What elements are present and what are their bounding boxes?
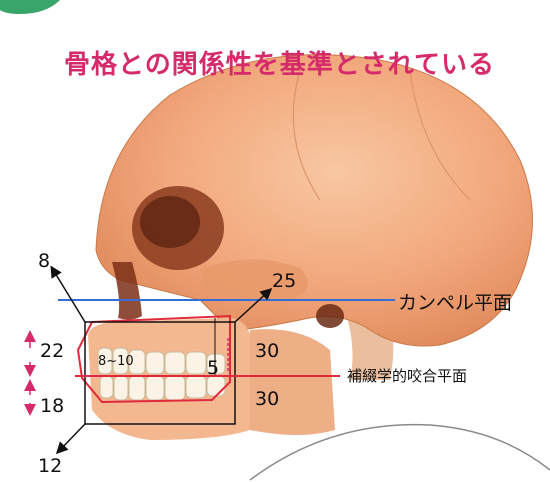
upper-right-angle-label: 25 (272, 270, 296, 292)
lower-depth-label: 30 (255, 388, 279, 410)
lower-height-label: 18 (40, 395, 64, 417)
upper-depth-label: 30 (255, 340, 279, 362)
upper-left-angle-label: 8 (38, 250, 50, 272)
occlusal-plane-label: 補綴学的咬合平面 (347, 365, 467, 386)
incisor-range-label: 8~10 (98, 354, 134, 369)
molar-offset-label: 5 (207, 357, 219, 379)
page-title: 骨格との関係性を基準とされている (64, 44, 544, 81)
eye-orbit-inner (140, 196, 200, 248)
lower-left-angle-label: 12 (38, 455, 62, 477)
upper-height-label: 22 (40, 340, 64, 362)
lower-left-arrow (58, 424, 85, 452)
camper-plane-label: カンペル平面 (398, 288, 512, 315)
ear-opening (316, 304, 344, 328)
upper-left-arrow (52, 268, 85, 322)
corner-badge (0, 0, 60, 14)
